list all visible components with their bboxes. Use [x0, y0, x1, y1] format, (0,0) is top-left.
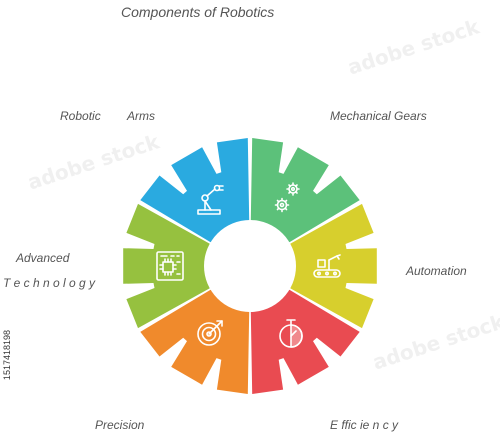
label-arms: Arms — [127, 109, 155, 123]
label-technology: T e c h n o l o g y — [3, 276, 96, 290]
stock-id: 1517418198 — [2, 330, 12, 381]
chip-board-icon — [156, 251, 184, 281]
label-precision: Precision — [95, 418, 145, 432]
conveyor-robot-icon — [313, 254, 341, 278]
segment-automation — [290, 203, 377, 329]
gear-hub — [204, 220, 296, 312]
stopwatch-icon — [279, 319, 303, 348]
target-icon — [197, 320, 223, 346]
segment-mechanical-gears — [250, 138, 360, 243]
robotic-arm-icon — [197, 184, 224, 215]
segment-efficiency — [250, 289, 360, 394]
gears-icon — [274, 182, 300, 213]
segment-advanced-technology — [123, 203, 210, 329]
label-advanced: Advanced — [16, 251, 70, 265]
label-robotic: Robotic — [60, 109, 101, 123]
segment-precision — [140, 289, 250, 394]
label-automation: Automation — [406, 264, 467, 278]
diagram-title: Components of Robotics — [121, 4, 275, 20]
segment-robotic-arms — [140, 138, 250, 243]
label-mechanical-gears: Mechanical Gears — [330, 109, 427, 123]
label-efficiency: E ffic ie n c y — [330, 418, 399, 432]
